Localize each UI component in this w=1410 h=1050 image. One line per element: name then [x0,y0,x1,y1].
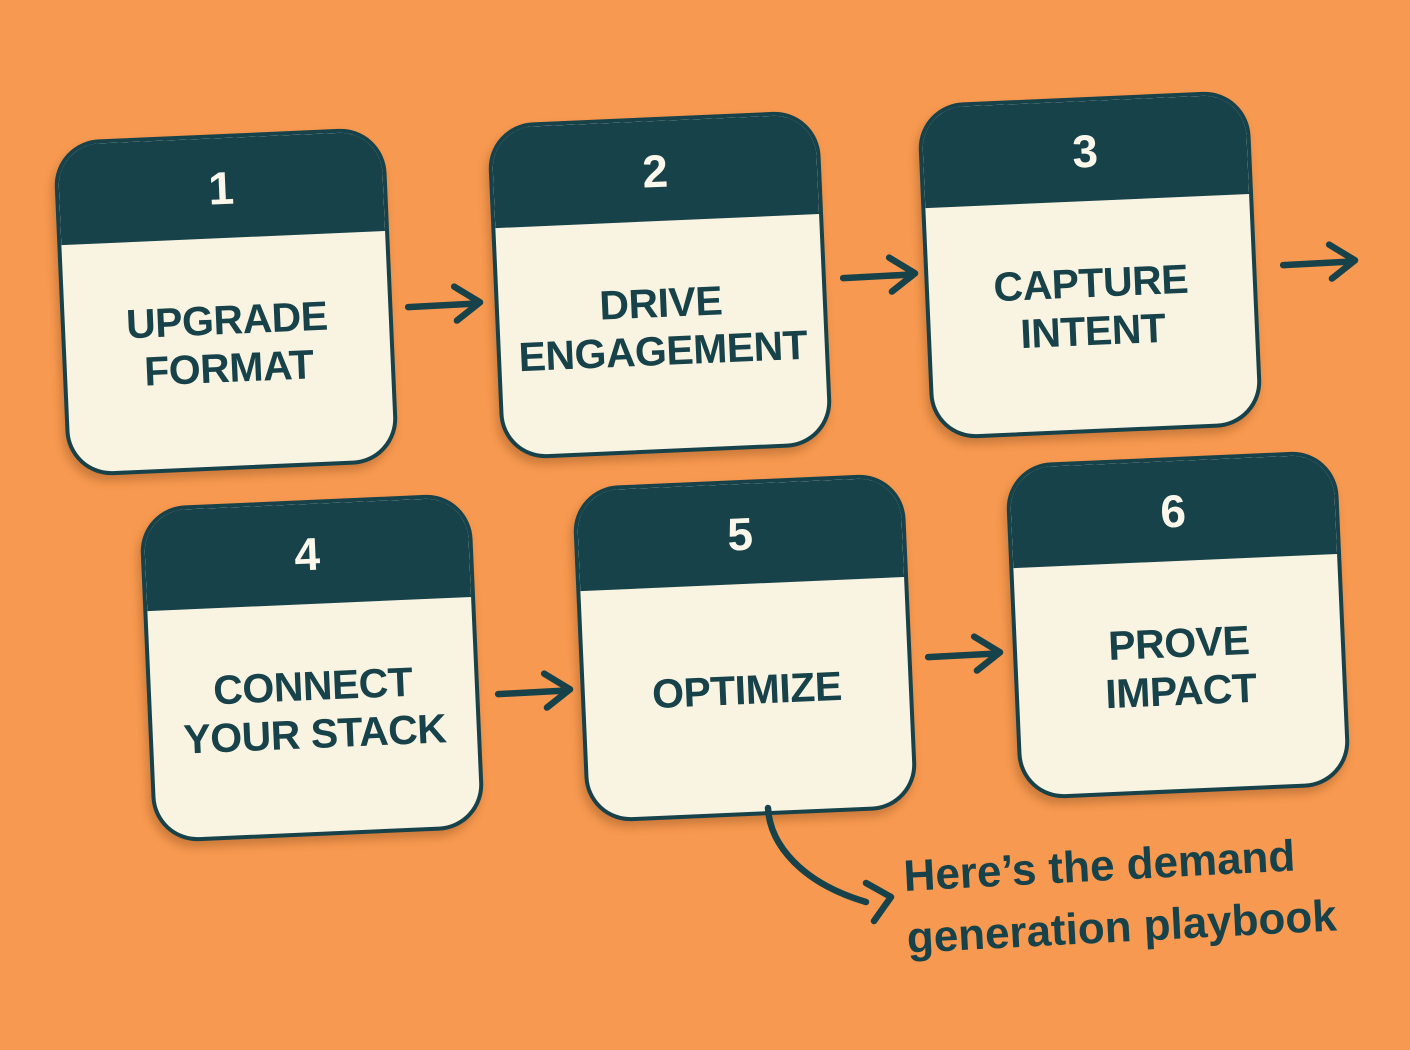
right-arrow-icon [404,283,484,324]
curved-arrow-icon [764,804,895,925]
step-3-title-line-1: CAPTURE [992,256,1190,311]
step-3-title-line-2: INTENT [1019,304,1167,358]
right-arrow-icon [494,670,574,711]
step-6-title-line-1: PROVE [1107,617,1251,670]
step-6-header: 6 [1009,454,1338,569]
step-6-title: PROVE IMPACT [1102,617,1257,719]
right-arrow-icon [839,254,919,295]
step-5-title: OPTIMIZE [651,663,843,719]
step-1-header: 1 [57,131,386,246]
step-5-title-line-1: OPTIMIZE [651,663,843,718]
step-4-title-line-2: YOUR STACK [182,705,448,763]
right-arrow-icon [1279,241,1359,282]
step-4-body: CONNECT YOUR STACK [147,597,481,839]
step-1-title: UPGRADE FORMAT [125,293,330,397]
step-2-title: DRIVE ENGAGEMENT [516,274,809,382]
note-text: Here’s the demand generation playbook [902,823,1338,969]
step-6-title-line-2: IMPACT [1104,664,1258,718]
right-arrow-icon [924,633,1004,674]
step-4-number: 4 [293,527,321,581]
step-3-header: 3 [921,94,1250,209]
step-2-body: DRIVE ENGAGEMENT [495,214,829,456]
step-2-number: 2 [641,144,669,198]
step-1-body: UPGRADE FORMAT [61,231,395,473]
step-2-header: 2 [491,114,820,229]
step-3-body: CAPTURE INTENT [925,194,1259,436]
step-card-1: 1 UPGRADE FORMAT [52,126,400,478]
step-1-title-line-2: FORMAT [143,341,315,395]
step-1-number: 1 [207,161,235,215]
step-6-number: 6 [1159,484,1187,538]
step-card-4: 4 CONNECT YOUR STACK [138,492,486,844]
step-card-2: 2 DRIVE ENGAGEMENT [486,109,834,461]
step-4-title: CONNECT YOUR STACK [180,658,447,764]
step-card-3: 3 CAPTURE INTENT [916,89,1264,441]
step-6-body: PROVE IMPACT [1013,554,1347,796]
step-4-header: 4 [143,497,472,612]
step-5-header: 5 [576,477,905,592]
step-3-title: CAPTURE INTENT [993,256,1192,359]
step-card-5: 5 OPTIMIZE [571,472,919,824]
step-5-number: 5 [726,507,754,561]
step-5-body: OPTIMIZE [580,577,914,819]
step-card-6: 6 PROVE IMPACT [1004,449,1352,801]
step-3-number: 3 [1071,124,1099,178]
